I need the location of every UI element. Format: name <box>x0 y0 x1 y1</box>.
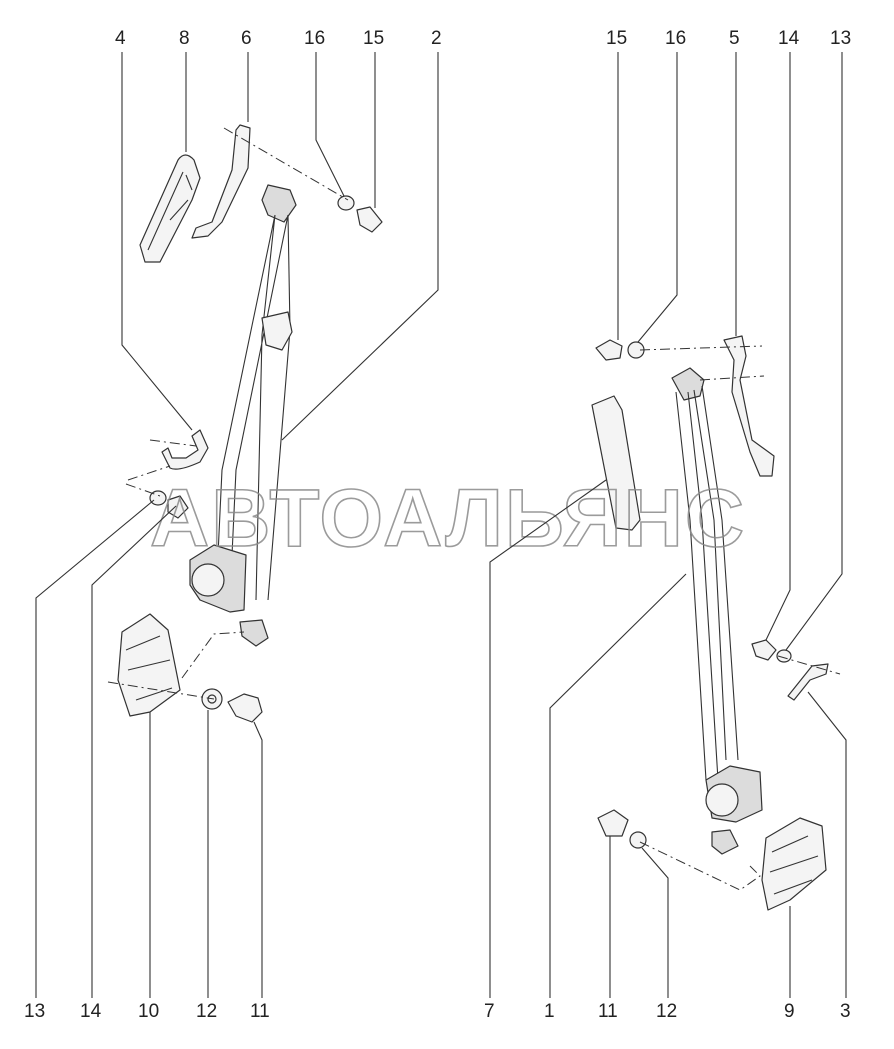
callout-15-right: 15 <box>606 28 627 49</box>
part-6-upper-bracket <box>191 124 251 239</box>
part-8-trim-detail <box>147 171 193 251</box>
callout-11: 11 <box>250 1001 270 1022</box>
part-5-bracket <box>723 335 775 477</box>
callout-5: 5 <box>729 28 740 49</box>
callouts-top-right: 15 16 5 14 13 <box>606 28 851 49</box>
part-16-washer <box>337 195 355 211</box>
left-alignment-line-low <box>107 631 245 700</box>
leader-16-right <box>637 52 678 343</box>
callout-11-right: 11 <box>598 1001 618 1022</box>
part-14-bolt-right <box>751 639 777 661</box>
left-belt-strap <box>217 214 291 601</box>
callout-14: 14 <box>80 1001 102 1022</box>
upper-anchor <box>261 184 297 223</box>
leader-2 <box>281 52 439 441</box>
left-retractor-spool <box>191 563 225 597</box>
leader-16 <box>315 52 345 197</box>
right-retractor-spool <box>705 783 739 817</box>
callout-3: 3 <box>840 1001 851 1022</box>
part-11-bolt-right <box>597 809 629 837</box>
leader-12-right <box>641 847 669 998</box>
callout-10: 10 <box>138 1001 159 1022</box>
right-belt-assembly <box>591 335 841 911</box>
callout-1: 1 <box>544 1001 555 1022</box>
callout-8: 8 <box>179 28 190 49</box>
part-9-detail <box>769 835 819 895</box>
leader-11 <box>253 721 263 998</box>
callout-6: 6 <box>241 28 252 49</box>
part-15-bolt-right <box>595 339 623 361</box>
strap-guide <box>261 311 293 351</box>
part-7-trim-cover <box>591 395 641 531</box>
callouts-bottom-left: 13 14 10 12 11 <box>24 1001 270 1022</box>
part-4-hook <box>161 429 209 470</box>
callouts-top-left: 4 8 6 16 15 2 <box>115 28 442 49</box>
right-alignment-line-top <box>639 345 765 381</box>
callout-14-right: 14 <box>778 28 800 49</box>
callout-9: 9 <box>784 1001 795 1022</box>
leader-7 <box>489 479 607 998</box>
part-3-hook <box>787 663 829 701</box>
watermark: АВТОАЛЬЯНС <box>150 473 746 564</box>
callout-12-right: 12 <box>656 1001 677 1022</box>
callout-13: 13 <box>24 1001 45 1022</box>
callout-13-right: 13 <box>830 28 851 49</box>
callout-15: 15 <box>363 28 384 49</box>
part-15-bolt <box>356 206 383 233</box>
part-11-bolt <box>227 693 263 723</box>
leader-3 <box>807 691 847 998</box>
left-alignment-line-mid <box>125 439 197 497</box>
callout-2: 2 <box>431 28 442 49</box>
right-alignment-line-low <box>639 841 761 891</box>
part-13-washer <box>149 490 167 506</box>
leader-13 <box>35 499 155 998</box>
left-belt-assembly <box>107 124 383 723</box>
leader-14-right <box>765 52 791 641</box>
part-12-washer-right <box>629 831 647 849</box>
callout-12: 12 <box>196 1001 217 1022</box>
right-belt-strap <box>675 385 739 781</box>
part-8-trim-cover <box>139 154 201 263</box>
leader-13-right <box>785 52 843 651</box>
callout-16-right: 16 <box>665 28 686 49</box>
leader-1 <box>549 573 687 998</box>
callouts-bottom-right: 7 1 11 12 9 3 <box>484 1001 851 1022</box>
lower-anchor <box>239 619 269 647</box>
leader-4 <box>121 52 193 431</box>
callout-7: 7 <box>484 1001 495 1022</box>
callout-16: 16 <box>304 28 325 49</box>
part-10-detail <box>125 635 173 701</box>
part-14-bolt <box>167 495 189 519</box>
left-alignment-line-top <box>223 127 349 201</box>
callout-4: 4 <box>115 28 126 49</box>
leader-lines <box>35 52 847 998</box>
leader-14 <box>91 505 177 998</box>
lower-anchor-right <box>711 829 739 855</box>
